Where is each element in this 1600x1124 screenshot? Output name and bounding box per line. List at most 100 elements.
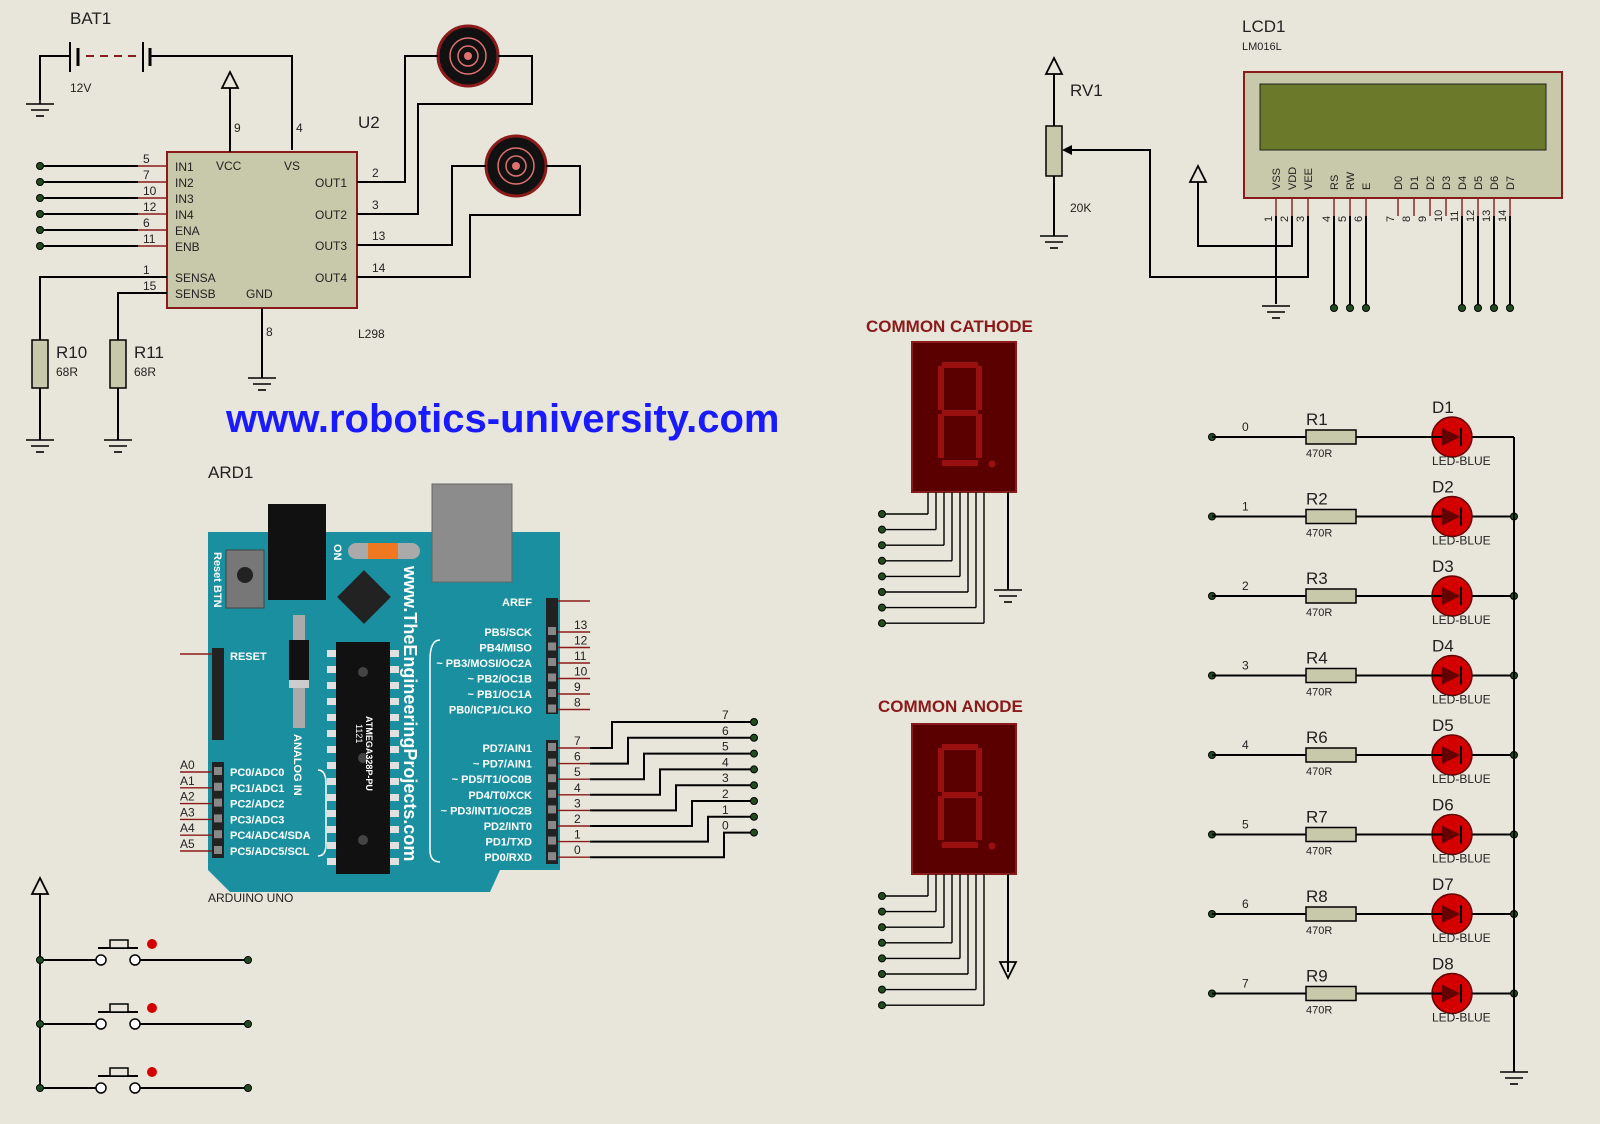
net-junction <box>36 194 44 202</box>
pd-pin-num: 3 <box>574 796 581 810</box>
resistor-value: 470R <box>1306 528 1332 540</box>
resistor-ref: R3 <box>1306 569 1328 588</box>
vcc-pin-num: 9 <box>234 121 241 135</box>
segment <box>938 748 944 792</box>
net-junction <box>1490 304 1498 312</box>
led-ref: D7 <box>1432 875 1454 894</box>
dc-motor[interactable] <box>357 24 533 215</box>
driver-pin-num: 5 <box>143 152 150 166</box>
pb-pin-num: 11 <box>574 649 587 663</box>
digital-out-label: 6 <box>722 724 729 738</box>
pd-pin-name: PD0/RXD <box>484 852 532 864</box>
pb-pin-num: 8 <box>574 696 581 710</box>
resistor-value: 470R <box>1306 448 1332 460</box>
power-arrow-icon <box>220 69 240 89</box>
segment <box>942 362 978 368</box>
pc-pin-num: A1 <box>180 774 195 788</box>
push-buttons[interactable] <box>30 875 252 1094</box>
push-button[interactable] <box>36 939 252 966</box>
led-ref: D4 <box>1432 637 1454 656</box>
dc-motor[interactable] <box>357 134 581 278</box>
pb-pin-name: PB0/ICP1/CLKO <box>449 705 533 717</box>
led-net-label: 1 <box>1242 500 1249 514</box>
driver-pin-num: 11 <box>143 232 156 246</box>
gnd-pin-num: 8 <box>266 325 273 339</box>
led-ref: D1 <box>1432 398 1454 417</box>
pd-pin-num: 1 <box>574 828 581 842</box>
driver-pin-name: IN3 <box>175 192 194 206</box>
seven-segment-common-cathode[interactable]: COMMON CATHODE <box>866 317 1033 628</box>
net-junction <box>1506 304 1514 312</box>
pd-pin-num: 7 <box>574 734 581 748</box>
resistor-ref: R4 <box>1306 649 1328 668</box>
resistor-ref: R9 <box>1306 967 1328 986</box>
r11-value: 68R <box>134 365 156 379</box>
net-junction <box>750 828 758 837</box>
watermark-url: www.robotics-university.com <box>225 397 779 441</box>
driver-pin-num: 14 <box>372 261 386 275</box>
lcd-pin-name: E <box>1361 183 1373 190</box>
driver-pin-name: OUT4 <box>315 271 347 285</box>
segment <box>942 410 978 416</box>
driver-pin-num: 2 <box>372 166 379 180</box>
atmega-chip-pins <box>327 650 399 865</box>
pd-pin-name: PD4/T0/XCK <box>468 790 532 802</box>
power-arrow-icon <box>1188 163 1208 183</box>
pd-pin-num: 6 <box>574 750 581 764</box>
lcd-pin-num: 5 <box>1337 216 1349 222</box>
resistor-r11[interactable]: R11 68R <box>104 339 164 453</box>
pc-pin-name: PC0/ADC0 <box>230 767 284 779</box>
driver-pin-name: IN2 <box>175 176 194 190</box>
lcd-pin-name: D4 <box>1457 176 1469 190</box>
net-junction <box>750 733 758 742</box>
pc-pin-num: A3 <box>180 805 195 819</box>
driver-pin-num: 15 <box>143 279 157 293</box>
led-ref: D8 <box>1432 955 1454 974</box>
driver-pin-name: OUT2 <box>315 208 347 222</box>
resistor <box>1305 985 1357 1002</box>
push-button[interactable] <box>36 1003 252 1030</box>
ground-symbol <box>994 589 1022 603</box>
rv1-ref: RV1 <box>1070 81 1103 100</box>
driver-pin-num: 3 <box>372 198 379 212</box>
segment <box>976 414 982 458</box>
motor-driver-l298[interactable]: U2 L298 9 VCC 4 VS 8 GND 5IN17IN210IN312… <box>36 69 387 391</box>
lcd-pin-name: VEE <box>1303 168 1315 190</box>
potentiometer-rv1[interactable]: RV1 20K <box>1040 55 1309 278</box>
on-label: ON <box>331 544 343 561</box>
resistor-r10[interactable]: R10 68R <box>26 339 87 453</box>
segment <box>938 366 944 410</box>
pd-pin-name: ~ PD5/T1/OC0B <box>452 774 532 786</box>
seven-segment-common-anode[interactable]: COMMON ANODE <box>878 697 1023 1010</box>
net-junction <box>878 572 886 581</box>
pd-pin-name: PD1/TXD <box>486 837 533 849</box>
pb-pin-num: 10 <box>574 665 588 679</box>
battery[interactable]: BAT1 12V <box>26 9 293 150</box>
led-ref: D3 <box>1432 557 1454 576</box>
pc-pin-num: A4 <box>180 821 195 835</box>
lcd-lm016l[interactable]: LCD1 LM016L VSS1VDD2VEE3RS4RW5E6D07D18D2… <box>1188 17 1563 319</box>
battery-ref: BAT1 <box>70 9 111 28</box>
lcd-pin-num: 2 <box>1279 216 1291 222</box>
push-button[interactable] <box>36 1067 252 1094</box>
power-header <box>212 648 224 740</box>
net-junction <box>1330 304 1338 312</box>
led-net-label: 7 <box>1242 977 1249 991</box>
arduino-uno[interactable]: ARD1 ARDUINO UNO Reset BTN ON ANALOG IN … <box>180 463 758 905</box>
net-junction <box>750 765 758 774</box>
ground-symbol <box>26 439 54 453</box>
led-value: LED-BLUE <box>1432 534 1491 548</box>
pc-pin-name: PC1/ADC1 <box>230 783 284 795</box>
pd-pin-num: 0 <box>574 843 581 857</box>
net-junction <box>36 956 44 964</box>
